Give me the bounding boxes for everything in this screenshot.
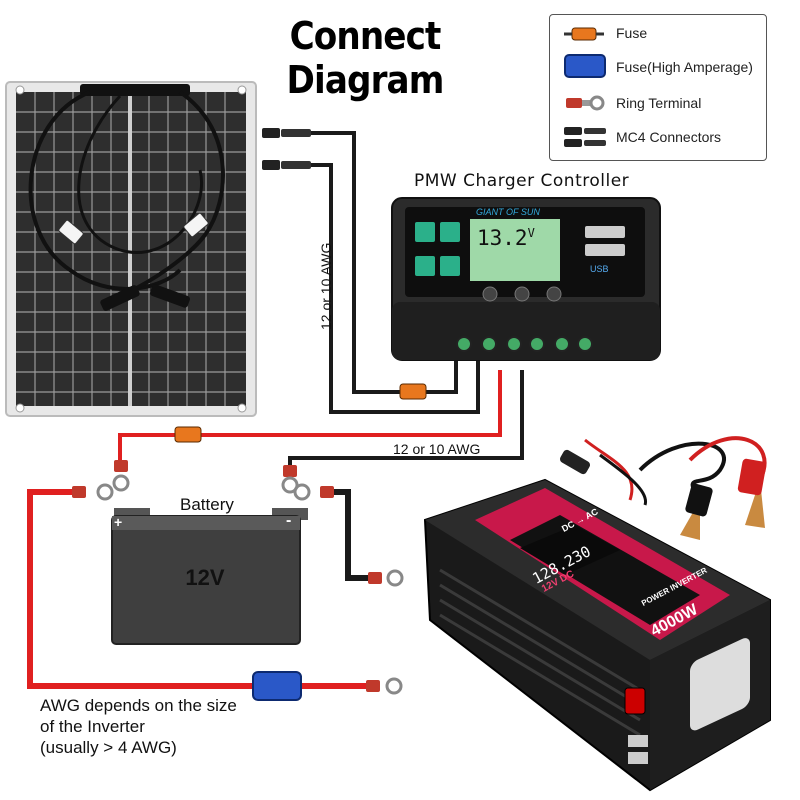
high-amp-fuse-icon xyxy=(252,671,302,701)
charge-controller xyxy=(391,197,661,361)
note-line: AWG depends on the size xyxy=(40,696,237,715)
controller-label: PMW Charger Controller xyxy=(414,171,630,191)
battery-cables xyxy=(27,489,370,689)
power-inverter xyxy=(423,478,771,792)
screen-value: 13.2 xyxy=(477,226,528,250)
fuse-icon xyxy=(174,426,202,443)
solar-panel xyxy=(5,81,257,417)
legend-label: Fuse(High Amperage) xyxy=(616,59,753,75)
controller-brand: GIANT OF SUN xyxy=(476,207,540,217)
legend-label: Ring Terminal xyxy=(616,95,702,111)
battery-label: Battery xyxy=(180,495,234,514)
fuse-icon xyxy=(399,383,427,400)
fuse-icon xyxy=(564,27,604,41)
alligator-clip-cables xyxy=(559,436,767,540)
legend: Fuse Fuse(High Amperage) Ring Terminal M… xyxy=(549,14,767,161)
wire-label-panel: 12 or 10 AWG xyxy=(318,242,334,330)
mc4-connector-icon xyxy=(564,127,606,147)
legend-label: MC4 Connectors xyxy=(616,129,722,145)
legend-item-high-amp-fuse: Fuse(High Amperage) xyxy=(550,54,766,81)
ring-terminals xyxy=(72,460,404,695)
legend-item-fuse: Fuse xyxy=(550,21,766,47)
inverter-wire-note: AWG depends on the size of the Inverter … xyxy=(40,695,237,758)
usb-label: USB xyxy=(590,264,609,274)
page-title: Connect Diagram xyxy=(286,14,445,102)
battery xyxy=(111,508,308,645)
controller-to-battery-wires xyxy=(118,370,524,470)
screen-unit: V xyxy=(527,226,535,240)
wire-label-battery: 12 or 10 AWG xyxy=(393,441,481,457)
note-line: (usually > 4 AWG) xyxy=(40,738,177,757)
note-line: of the Inverter xyxy=(40,717,145,736)
mc4-connector-pair xyxy=(262,128,311,170)
ring-terminal-icon xyxy=(566,95,605,111)
battery-plus: + xyxy=(114,514,123,530)
legend-label: Fuse xyxy=(616,25,648,41)
legend-item-mc4: MC4 Connectors xyxy=(550,125,766,151)
high-amp-fuse-icon xyxy=(564,54,606,78)
controller-screen: 13.2V xyxy=(477,226,535,250)
legend-item-ring-terminal: Ring Terminal xyxy=(550,91,766,117)
battery-minus: - xyxy=(286,512,292,529)
battery-voltage: 12V xyxy=(185,565,225,590)
